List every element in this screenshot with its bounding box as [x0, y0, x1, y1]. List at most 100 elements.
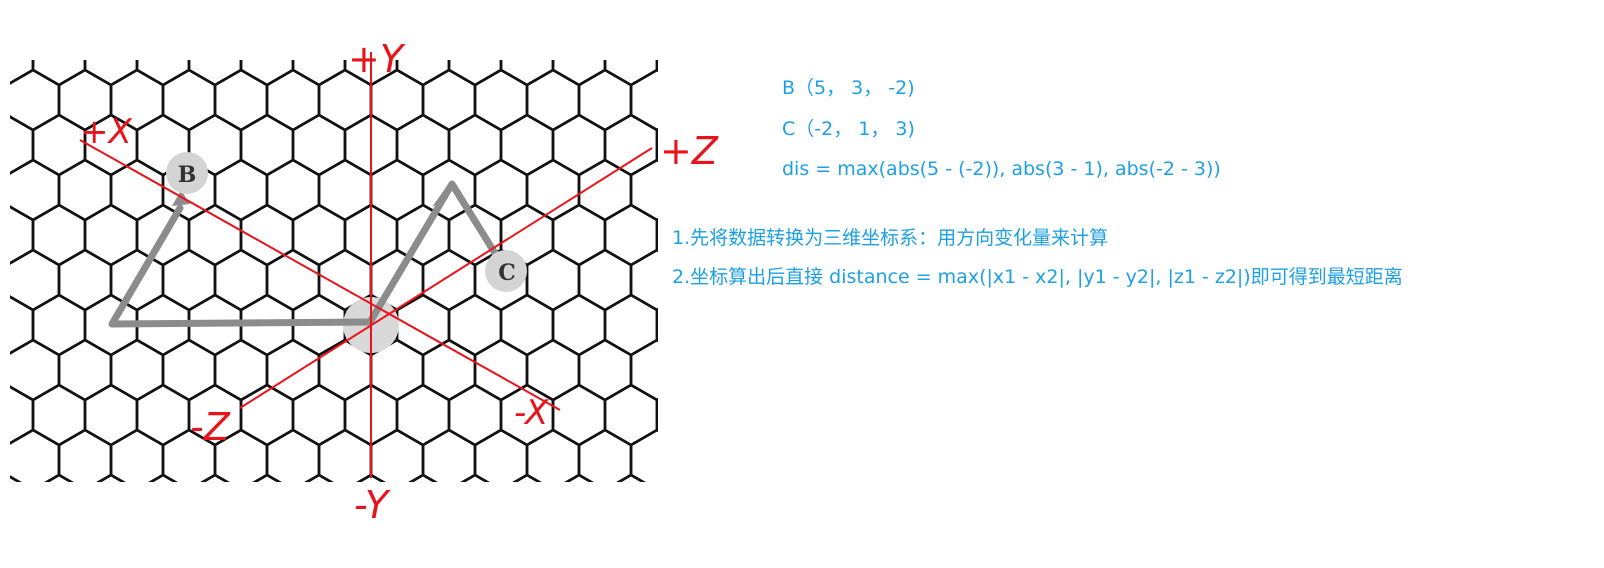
- hex-cell: [460, 473, 490, 482]
- hex-cell: [629, 428, 658, 482]
- hex-cell: [735, 0, 787, 40]
- hex-cell: [683, 70, 735, 130]
- hex-cell: [579, 520, 631, 568]
- explanation-step-2: 2.坐标算出后直接 distance = max(|x1 - x2|, |y1 …: [672, 266, 1403, 288]
- hex-cell: [408, 473, 438, 482]
- hex-cell: [215, 520, 267, 568]
- hex-cell: [163, 0, 215, 40]
- point-c-marker: C: [485, 250, 527, 292]
- hex-cell: [10, 205, 35, 265]
- hex-cell: [59, 520, 111, 568]
- hex-cell: [7, 520, 59, 568]
- hex-cell: [631, 520, 683, 568]
- hex-cell: [0, 70, 7, 130]
- hex-cell: [787, 520, 839, 568]
- hex-cell: [423, 520, 475, 568]
- hex-cell: [655, 60, 658, 73]
- axis-label-minus-z: -Z: [190, 405, 231, 449]
- point-c-label: C: [498, 260, 516, 286]
- hex-cell: [683, 520, 735, 568]
- hex-cell: [761, 475, 813, 535]
- hex-cell: [512, 473, 542, 482]
- hex-cell: [10, 295, 35, 355]
- coordinate-b: B（5， 3， -2): [782, 77, 915, 99]
- axis-label-plus-x: +X: [80, 112, 132, 152]
- distance-formula: dis = max(abs(5 - (-2)), abs(3 - 1), abs…: [782, 158, 1221, 180]
- axis-labels: +Y -Y +X -X +Z -Z: [80, 37, 719, 527]
- hex-cell: [735, 160, 787, 220]
- hex-cell: [683, 0, 735, 40]
- hex-cell: [683, 430, 735, 490]
- hex-cell: [96, 473, 126, 482]
- hex-cell: [319, 520, 371, 568]
- hex-cell: [200, 473, 230, 482]
- hex-cell: [655, 217, 658, 253]
- hex-cell: [683, 340, 735, 400]
- hex-cell: [44, 473, 74, 482]
- hex-cell: [319, 0, 371, 40]
- arrowhead-to-b: [172, 190, 190, 206]
- hex-cell: [527, 0, 579, 40]
- hex-cell: [0, 520, 7, 568]
- hex-cell: [735, 340, 787, 400]
- hex-cell: [304, 473, 334, 482]
- path-b-to-origin: [108, 204, 374, 328]
- path-origin-to-c: [366, 180, 502, 326]
- hex-cell: [10, 60, 35, 85]
- hex-cell: [475, 0, 527, 40]
- hex-cell: [10, 115, 35, 175]
- hex-cell: [371, 0, 423, 40]
- hex-cell: [735, 70, 787, 130]
- hex-cell: [709, 25, 761, 85]
- hex-cell: [10, 475, 22, 482]
- axes: [79, 52, 653, 478]
- z-axis-line: [239, 147, 653, 409]
- hex-cell: [735, 430, 787, 490]
- hex-cell: [163, 520, 215, 568]
- hex-cell: [267, 0, 319, 40]
- axis-label-minus-x: -X: [514, 393, 549, 433]
- hex-cell: [475, 520, 527, 568]
- hex-cell: [252, 473, 282, 482]
- hex-cell: [0, 430, 7, 490]
- arrowhead-mid: [432, 186, 448, 207]
- hex-cell: [761, 295, 813, 355]
- hex-cell: [631, 0, 683, 40]
- axis-label-plus-z: +Z: [660, 129, 719, 173]
- hex-cell: [0, 0, 7, 40]
- hex-cell: [215, 0, 267, 40]
- hex-cell: [10, 385, 35, 445]
- hex-cell: [616, 473, 646, 482]
- hex-cell: [709, 475, 761, 535]
- hex-cell: [761, 385, 813, 445]
- hex-cell: [657, 475, 709, 535]
- hex-cell: [787, 0, 839, 40]
- hex-cell: [423, 0, 475, 40]
- point-b-marker: B: [166, 152, 208, 194]
- hex-cell: [735, 520, 787, 568]
- hex-cell: [0, 250, 7, 310]
- point-b-label: B: [178, 162, 197, 188]
- hex-cell: [59, 0, 111, 40]
- hex-cell: [787, 430, 839, 490]
- hex-cell: [709, 385, 761, 445]
- hex-cell: [111, 0, 163, 40]
- hex-cell: [527, 520, 579, 568]
- hex-cell: [267, 520, 319, 568]
- hex-cell: [7, 0, 59, 40]
- axis-label-minus-y: -Y: [354, 483, 391, 527]
- hex-cell: [371, 520, 423, 568]
- hex-cell: [0, 340, 7, 400]
- hex-cell: [761, 25, 813, 85]
- x-axis-line: [79, 139, 561, 411]
- hex-cell: [787, 340, 839, 400]
- hex-cell: [148, 473, 178, 482]
- explanation-step-1: 1.先将数据转换为三维坐标系：用方向变化量来计算: [672, 227, 1109, 249]
- hex-cell: [579, 0, 631, 40]
- axis-label-plus-y: +Y: [348, 37, 406, 81]
- hex-cell: [564, 473, 594, 482]
- coordinate-c: C（-2， 1， 3): [782, 118, 915, 140]
- hex-cell: [111, 520, 163, 568]
- hex-cell: [655, 307, 658, 343]
